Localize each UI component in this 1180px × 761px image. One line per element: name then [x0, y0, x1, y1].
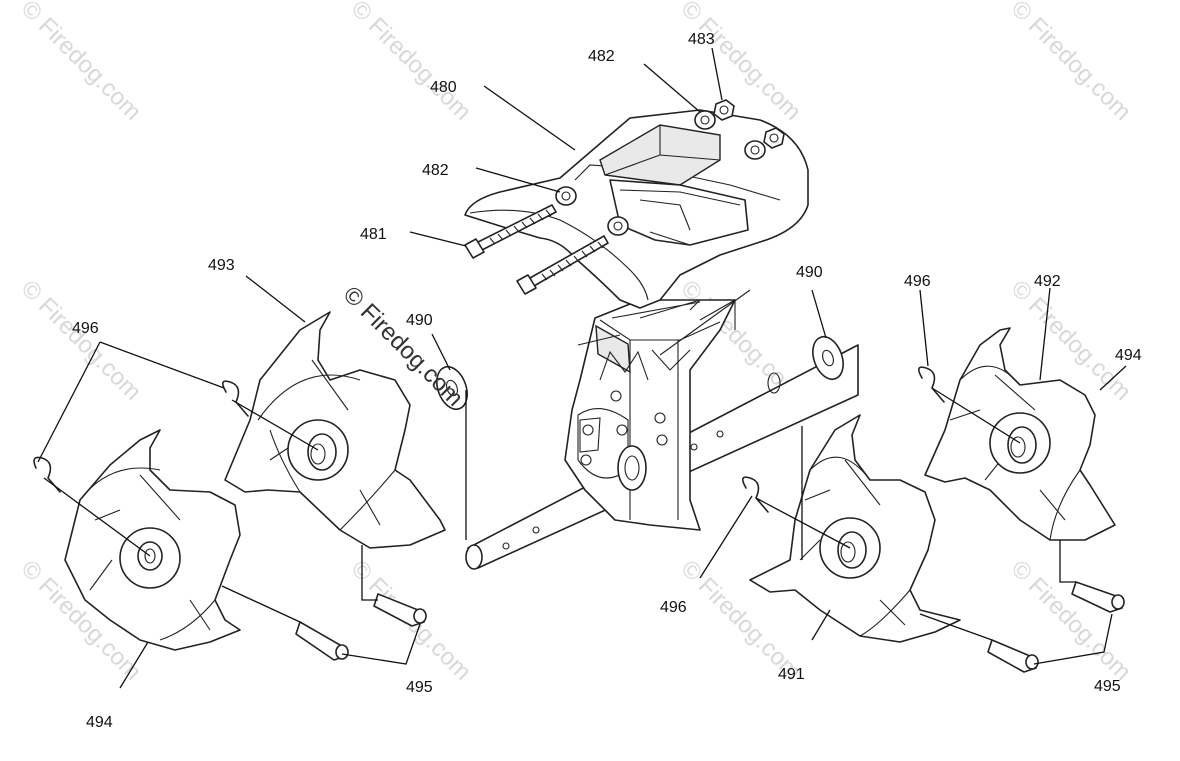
watermark: © Firedog.com: [16, 275, 147, 406]
tine-shield: [464, 109, 809, 309]
callout-labels: 480 481 482 482 483 490 490 491 492 493 …: [72, 31, 1142, 731]
callout-496-left: 496: [72, 320, 99, 337]
callout-483: 483: [688, 31, 715, 48]
callout-494-right: 494: [1115, 347, 1142, 364]
callout-482-top: 482: [588, 48, 615, 65]
transmission-housing: [564, 289, 751, 531]
callout-490-right: 490: [796, 264, 823, 281]
watermark: © Firedog.com: [676, 0, 807, 126]
leader-lines: [37, 47, 1127, 689]
callout-495-right: 495: [1094, 678, 1121, 695]
callout-481: 481: [360, 226, 387, 243]
hitch-pins-496: [33, 366, 945, 513]
callout-496-right: 496: [904, 273, 931, 290]
callout-492: 492: [1034, 273, 1061, 290]
callout-482-left: 482: [422, 162, 449, 179]
watermark: © Firedog.com: [16, 0, 147, 126]
tine-494-left: [64, 429, 241, 651]
callout-494-left: 494: [86, 714, 113, 731]
callout-496-center: 496: [660, 599, 687, 616]
callout-490-left: 490: [406, 312, 433, 329]
clevis-pins-495: [295, 581, 1125, 673]
callout-493: 493: [208, 257, 235, 274]
callout-491: 491: [778, 666, 805, 683]
watermark: © Firedog.com: [346, 0, 477, 126]
bolt-481: [464, 204, 609, 295]
tine-493: [224, 311, 446, 549]
spacer-490: [436, 335, 844, 411]
watermark: © Firedog.com: [1006, 0, 1137, 126]
callout-495-left: 495: [406, 679, 433, 696]
washers-and-nuts: [555, 99, 785, 236]
tine-491: [749, 414, 961, 643]
callout-480: 480: [430, 79, 457, 96]
